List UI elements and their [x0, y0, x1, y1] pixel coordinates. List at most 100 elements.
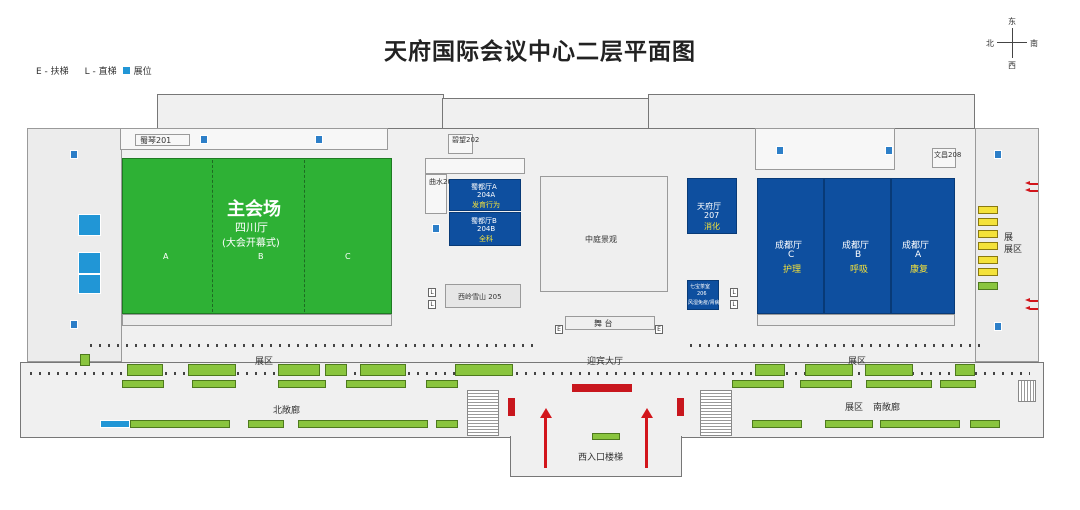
stage [565, 316, 655, 330]
blue-booth-block [100, 420, 130, 428]
room-208-label: 文昌208 [934, 151, 962, 159]
compass-ns-line [1012, 28, 1013, 58]
room-201 [135, 134, 190, 146]
shudu-b-name: 蜀都厅B [471, 217, 497, 225]
exhibit-booth [436, 420, 458, 428]
exhibit-booth [278, 380, 326, 388]
exhibit-booth [866, 380, 932, 388]
elevator-icon: L [730, 288, 738, 297]
exhibit-booth [80, 354, 90, 366]
exhibit-booth [880, 420, 960, 428]
exhibit-booth [978, 206, 998, 214]
legend-elevator: L - 直梯 [84, 67, 117, 77]
room-205-label: 西岭雪山 205 [458, 293, 502, 301]
main-hall-section-b: B [258, 252, 264, 261]
shudu-b-dept: 全科 [479, 235, 493, 243]
chengdu-c-letter: C [788, 250, 795, 260]
restroom-icon [776, 146, 784, 155]
exhibit-booth [800, 380, 852, 388]
tianfu-hall-num: 207 [704, 211, 720, 220]
room-203-label: 曲水203 [429, 178, 457, 186]
legend-booth-swatch [122, 67, 130, 74]
main-hall-sub: (大会开幕式) [222, 238, 280, 249]
chengdu-c-name: 成都厅 [775, 241, 803, 251]
entrance-arrow [1030, 183, 1038, 185]
blue-booth-block [78, 214, 101, 236]
map-legend: E - 扶梯 L - 直梯 展位 [36, 64, 152, 77]
elevator-icon: L [730, 300, 738, 309]
tianfu-hall[interactable] [687, 178, 737, 234]
restroom-icon [200, 135, 208, 144]
red-marker [677, 398, 684, 416]
blue-booth-block [78, 274, 101, 294]
exhibit-booth [752, 420, 802, 428]
chengdu-c-dept: 护理 [783, 265, 802, 275]
room-208 [932, 148, 956, 168]
exhibit-booth [978, 282, 998, 290]
entrance-arrow-head [1025, 181, 1030, 185]
exhibit-booth [978, 242, 998, 250]
west-stairs-label: 西入口楼梯 [578, 453, 624, 463]
chengdu-hall-b[interactable] [824, 178, 891, 314]
room-206[interactable] [687, 280, 719, 310]
building-top-center [442, 98, 650, 129]
chengdu-foyer [757, 314, 955, 326]
exhibit-booth [592, 433, 620, 440]
courtyard-label: 中庭景观 [585, 235, 617, 244]
stage-label: 舞 台 [594, 319, 613, 328]
restroom-icon [70, 320, 78, 329]
entrance-arrow [1030, 190, 1038, 192]
shudu-hall-b[interactable] [449, 212, 521, 246]
room-201-label: 蜀琴201 [140, 136, 172, 145]
chengdu-hall-c[interactable] [757, 178, 824, 314]
side-exhibit-label-2: 展区 [1004, 245, 1023, 255]
compass-west: 西 [1008, 61, 1016, 70]
building-west-entrance [510, 436, 682, 477]
room-206-name: 七宝茶室 [690, 284, 711, 290]
north-corridor-label: 北敞廊 [273, 406, 301, 416]
chengdu-hall-a[interactable] [891, 178, 955, 314]
exhibit-booth [755, 364, 785, 376]
main-hall-title: 主会场 [227, 199, 281, 220]
hall-divider [212, 160, 213, 312]
entrance-arrow-shaft [645, 418, 648, 468]
entrance-arrow-head [1025, 188, 1030, 192]
staircase [467, 390, 499, 436]
entrance-arrow-up [641, 408, 653, 418]
restroom-icon [432, 224, 440, 233]
exhibit-booth [978, 268, 998, 276]
exhibit-booth [970, 420, 1000, 428]
courtyard [540, 176, 668, 292]
restroom-icon [315, 135, 323, 144]
exhibit-booth [978, 230, 998, 238]
entrance-arrow-head [1025, 298, 1030, 302]
shudu-a-name: 蜀都厅A [471, 183, 497, 191]
exhibit-booth [978, 256, 998, 264]
main-hall-section-c: C [345, 252, 351, 261]
room-206-num: 206 [697, 291, 707, 297]
entrance-arrow [1030, 308, 1038, 310]
exhibit-booth [298, 420, 428, 428]
exhibit-booth [978, 218, 998, 226]
side-exhibit-label-1: 展 [1004, 233, 1014, 243]
entrance-arrow-shaft [544, 418, 547, 468]
hall-divider [304, 160, 305, 312]
staircase [1018, 380, 1036, 402]
exhibit-booth [278, 364, 320, 376]
shudu-hall-a[interactable] [449, 179, 521, 211]
main-hall-sichuan[interactable] [122, 158, 392, 314]
elevator-icon: L [428, 288, 436, 297]
exhibit-booth [825, 420, 873, 428]
chengdu-a-dept: 康复 [910, 265, 929, 275]
reception-desk [572, 384, 632, 392]
entrance-arrow [1030, 300, 1038, 302]
entrance-arrow-head [1025, 306, 1030, 310]
chengdu-a-letter: A [915, 250, 922, 260]
restroom-icon [994, 322, 1002, 331]
exhibit-booth [426, 380, 458, 388]
exhibit-booth [188, 364, 236, 376]
column-row [90, 344, 540, 347]
entrance-arrow-up [540, 408, 552, 418]
exhibit-booth [805, 364, 853, 376]
